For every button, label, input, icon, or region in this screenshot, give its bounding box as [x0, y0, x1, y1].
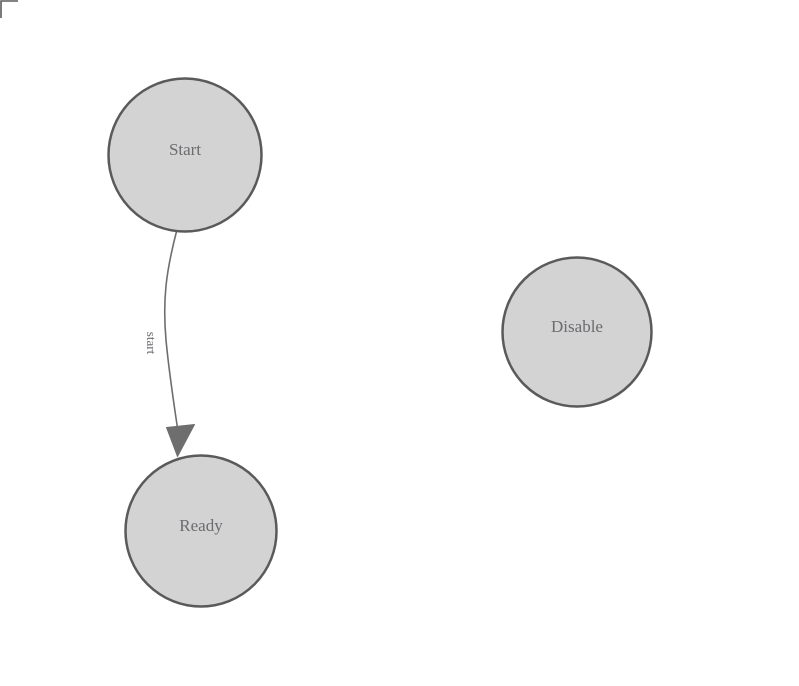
edge-label-start: start — [144, 332, 159, 355]
node-disable-circle — [501, 256, 653, 408]
node-ready-circle — [124, 454, 278, 608]
node-ready[interactable]: Ready — [124, 454, 278, 608]
edge-start-to-ready[interactable]: start — [144, 231, 195, 457]
node-start-circle — [107, 77, 263, 233]
node-disable-label: Disable — [551, 317, 603, 336]
edge-path-start-to-ready — [163, 231, 179, 429]
arrowhead-icon — [166, 424, 195, 457]
node-disable[interactable]: Disable — [501, 256, 653, 408]
node-ready-label: Ready — [179, 516, 223, 535]
node-start[interactable]: Start — [107, 77, 263, 233]
node-start-label: Start — [169, 140, 201, 159]
top-left-corner-mark — [0, 0, 18, 18]
